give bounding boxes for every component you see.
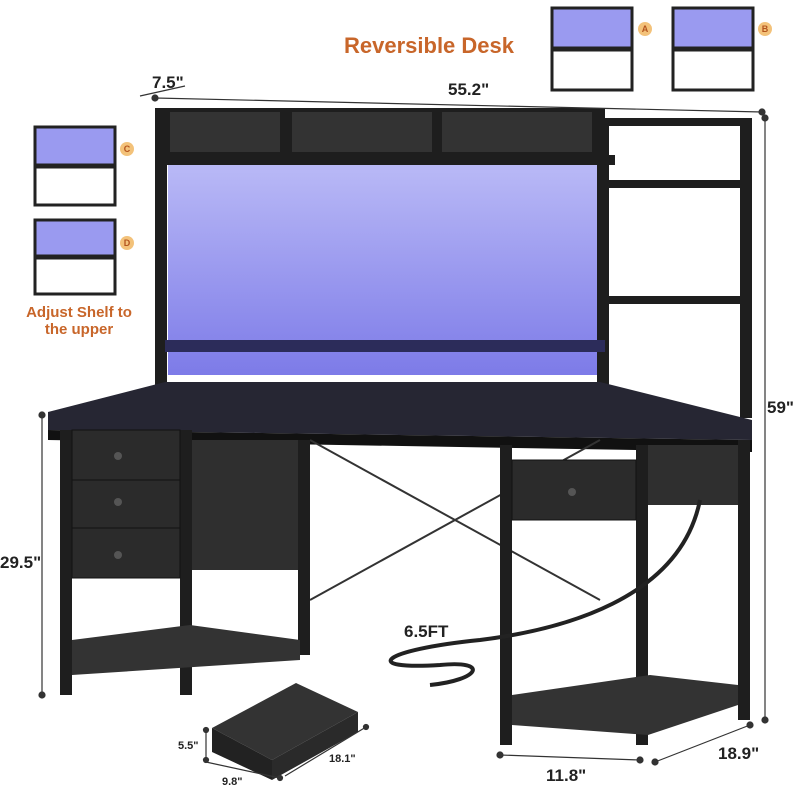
right-cabinet — [500, 440, 750, 745]
variant-badge-c: C — [120, 142, 134, 156]
depth-top-label: 7.5" — [152, 73, 184, 92]
variant-badge-b: B — [758, 22, 772, 36]
variant-thumbnails — [33, 6, 755, 296]
dimension-lines — [38, 85, 769, 782]
hutch-cubbies — [170, 112, 592, 152]
cable-length-label: 6.5FT — [404, 622, 449, 641]
left-cabinet — [60, 429, 310, 695]
loose-drawer — [212, 683, 358, 780]
width-label: 55.2" — [448, 80, 490, 99]
total-height-label: 59" — [767, 398, 794, 417]
cabinet-width-label: 11.8" — [546, 766, 587, 785]
desktop — [48, 382, 752, 440]
title: Reversible Desk — [344, 33, 514, 58]
drawer-width-label: 9.8" — [222, 776, 243, 788]
drawer-depth-label: 18.1" — [329, 753, 356, 765]
adjust-shelf-note: Adjust Shelf to the upper — [26, 304, 132, 338]
drawer-height-label: 5.5" — [178, 740, 199, 752]
variant-badge-d: D — [120, 236, 134, 250]
power-cable — [388, 499, 702, 687]
desk-height-label: 29.5" — [0, 553, 42, 572]
desk-depth-label: 18.9" — [718, 744, 760, 763]
variant-badge-a: A — [638, 22, 652, 36]
